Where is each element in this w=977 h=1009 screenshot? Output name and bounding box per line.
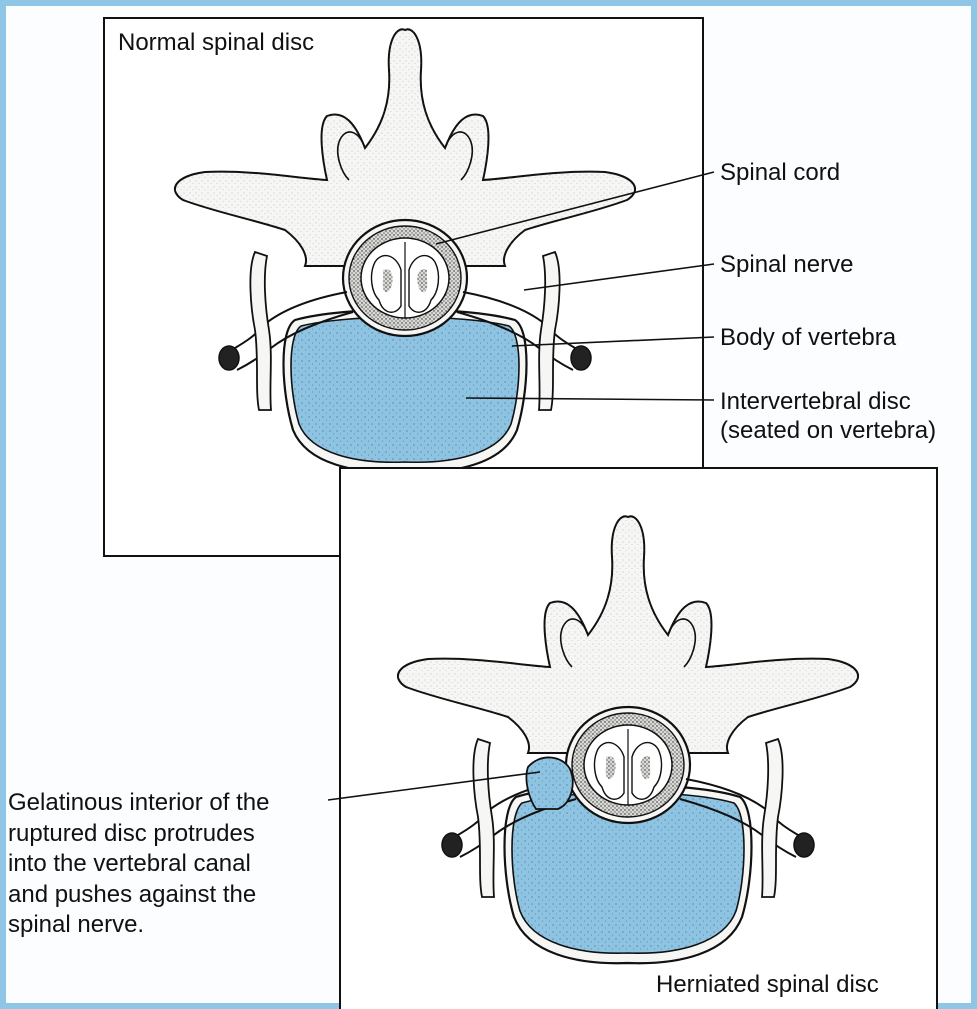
label-gelatinous-line2: ruptured disc protrudes — [8, 819, 269, 850]
herniated-panel-title: Herniated spinal disc — [656, 970, 879, 999]
label-gelatinous-line4: and pushes against the — [8, 880, 269, 911]
label-body-of-vertebra: Body of vertebra — [720, 323, 896, 352]
normal-panel-title: Normal spinal disc — [118, 28, 314, 57]
label-intervertebral-disc-line2: (seated on vertebra) — [720, 416, 936, 445]
label-intervertebral-disc: Intervertebral disc (seated on vertebra) — [720, 387, 936, 445]
label-gelatinous-line1: Gelatinous interior of the — [8, 788, 269, 819]
label-gelatinous-line5: spinal nerve. — [8, 910, 269, 941]
label-spinal-nerve: Spinal nerve — [720, 250, 853, 279]
label-gelatinous-line3: into the vertebral canal — [8, 849, 269, 880]
label-intervertebral-disc-line1: Intervertebral disc — [720, 387, 936, 416]
label-spinal-cord: Spinal cord — [720, 158, 840, 187]
label-gelatinous-interior: Gelatinous interior of the ruptured disc… — [8, 788, 269, 941]
